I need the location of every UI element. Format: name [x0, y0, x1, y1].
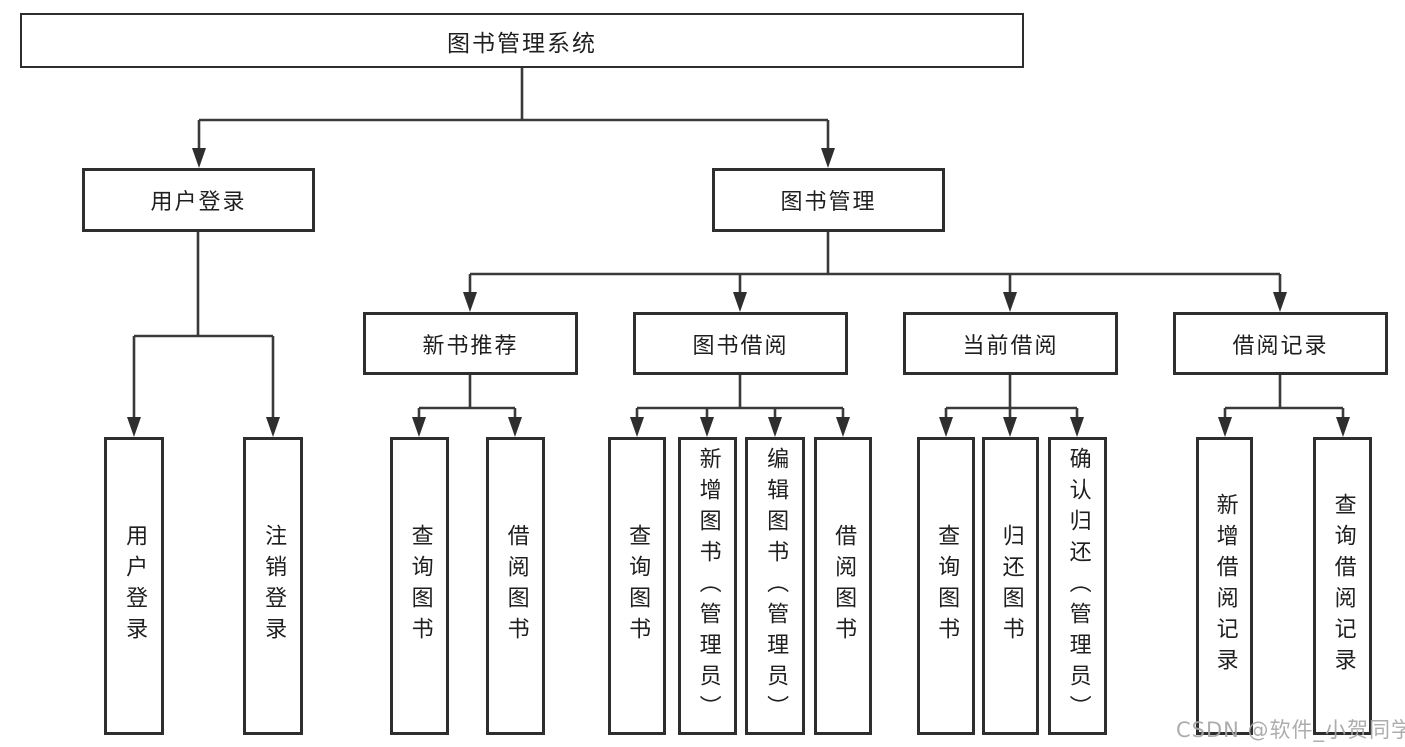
- node-query-borrow-record: 查询借阅记录: [1313, 437, 1372, 735]
- node-new-book-recommend: 新书推荐: [363, 312, 578, 375]
- node-label: 用户登录: [150, 190, 247, 215]
- node-user-login-branch: 用户登录: [82, 168, 315, 232]
- node-query-books-borrow: 查询图书: [608, 437, 666, 735]
- node-label: 新书推荐: [422, 333, 519, 359]
- node-label: 借阅图书: [831, 524, 857, 648]
- node-book-borrow: 图书借阅: [633, 312, 848, 375]
- node-add-borrow-record: 新增借阅记录: [1196, 437, 1253, 735]
- node-label: 图书管理: [780, 190, 877, 215]
- node-user-login-action: 用户登录: [104, 437, 164, 735]
- node-query-books-current: 查询图书: [917, 437, 975, 735]
- node-label: 新增借阅记录: [1212, 493, 1238, 679]
- node-label: 查询图书: [625, 524, 651, 648]
- node-label: 编辑图书（管理员）: [763, 446, 789, 726]
- node-add-book-admin: 新增图书（管理员）: [678, 437, 737, 735]
- node-borrow-books-recommend: 借阅图书: [486, 437, 545, 735]
- node-logout-action: 注销登录: [243, 437, 303, 735]
- node-label: 图书借阅: [692, 333, 789, 359]
- node-borrow-books-action: 借阅图书: [814, 437, 872, 735]
- node-label: 归还图书: [998, 524, 1024, 648]
- node-label: 查询图书: [407, 524, 433, 648]
- node-current-borrow: 当前借阅: [903, 312, 1118, 375]
- node-library-management-system: 图书管理系统: [20, 13, 1024, 68]
- node-label: 图书管理系统: [447, 30, 597, 57]
- node-label: 确认归还（管理员）: [1065, 446, 1091, 726]
- node-label: 当前借阅: [962, 333, 1059, 359]
- node-book-management-branch: 图书管理: [712, 168, 945, 232]
- node-label: 用户登录: [122, 524, 148, 648]
- node-label: 查询图书: [934, 524, 960, 648]
- csdn-watermark: CSDN @软件_小贺同学: [1176, 718, 1405, 742]
- node-label: 注销登录: [261, 524, 287, 648]
- node-return-books: 归还图书: [982, 437, 1039, 735]
- node-query-books-recommend: 查询图书: [390, 437, 449, 735]
- node-label: 新增图书（管理员）: [695, 446, 721, 726]
- node-label: 借阅图书: [503, 524, 529, 648]
- node-borrow-records: 借阅记录: [1173, 312, 1388, 375]
- node-label: 借阅记录: [1232, 333, 1329, 359]
- node-confirm-return-admin: 确认归还（管理员）: [1048, 437, 1107, 735]
- node-label: 查询借阅记录: [1330, 493, 1356, 679]
- node-edit-book-admin: 编辑图书（管理员）: [745, 437, 805, 735]
